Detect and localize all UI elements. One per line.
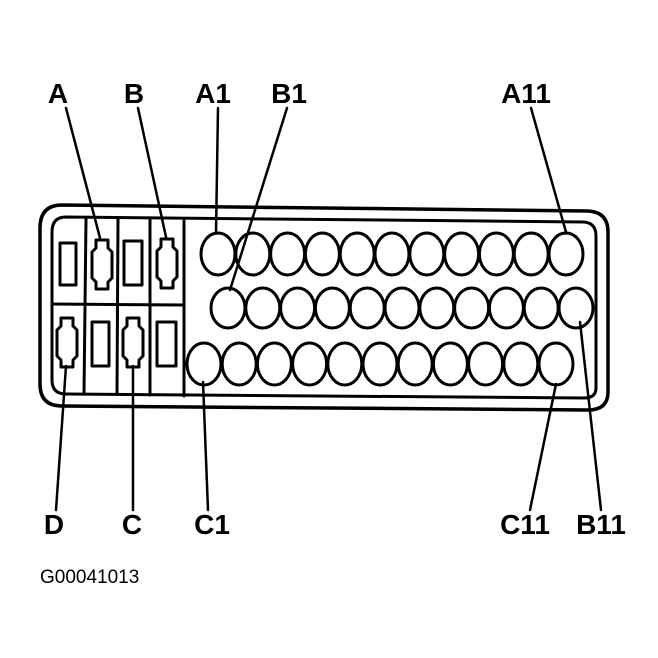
pin-array <box>185 231 595 387</box>
pin-a8 <box>443 231 481 277</box>
leader-A <box>64 106 102 240</box>
leader-C1 <box>201 380 210 512</box>
pin-a4 <box>303 231 341 277</box>
pin-b7 <box>418 286 456 330</box>
label-A: A <box>48 78 68 109</box>
pin-b9 <box>487 286 525 330</box>
leader-lines <box>54 106 603 512</box>
pin-c9 <box>467 341 505 387</box>
terminal-slot <box>58 241 78 287</box>
label-B1: B1 <box>271 78 307 109</box>
pin-c1 <box>185 341 223 387</box>
leader-C11 <box>528 382 558 512</box>
leader-B <box>136 106 168 239</box>
pin-b11 <box>557 286 595 330</box>
terminal-slot <box>122 239 144 287</box>
leader-B11 <box>578 320 603 512</box>
label-C11: C11 <box>500 509 550 540</box>
pin-c8 <box>431 341 469 387</box>
terminal-slot <box>155 320 178 368</box>
pin-c5 <box>326 341 364 387</box>
terminal-A <box>90 238 114 291</box>
pin-a5 <box>338 231 376 277</box>
pin-b1 <box>209 286 247 330</box>
leader-D <box>54 364 68 512</box>
label-C: C <box>122 509 142 540</box>
label-B11: B11 <box>576 509 626 540</box>
pin-c4 <box>291 341 329 387</box>
terminal-slot <box>90 320 111 368</box>
leader-A1 <box>214 106 220 235</box>
pin-b8 <box>453 286 491 330</box>
pin-c7 <box>396 341 434 387</box>
pin-a10 <box>512 231 550 277</box>
pin-c10 <box>502 341 540 387</box>
pin-b2 <box>244 286 282 330</box>
leader-B1 <box>228 106 289 292</box>
pin-c3 <box>255 341 293 387</box>
pin-a3 <box>269 231 307 277</box>
pin-c6 <box>361 341 399 387</box>
terminal-C <box>121 316 145 369</box>
figure-code: G00041013 <box>40 567 139 588</box>
label-D: D <box>44 509 64 540</box>
pin-b5 <box>348 286 386 330</box>
pin-a7 <box>408 231 446 277</box>
label-B: B <box>124 78 144 109</box>
pin-c11 <box>537 341 575 387</box>
terminal-B <box>155 237 179 290</box>
connector-inner-housing <box>50 215 598 400</box>
pin-b10 <box>522 286 560 330</box>
pin-a9 <box>477 231 515 277</box>
label-A11: A11 <box>501 78 551 109</box>
label-C1: C1 <box>194 509 230 540</box>
pin-a1 <box>199 231 237 277</box>
pin-b3 <box>279 286 317 330</box>
terminal-D <box>55 316 79 369</box>
pin-a11 <box>547 231 585 277</box>
pin-b6 <box>383 286 421 330</box>
connector-outer-housing <box>38 203 610 412</box>
leader-A11 <box>529 106 568 234</box>
terminal-block-grid <box>50 217 186 398</box>
pin-c2 <box>220 341 258 387</box>
pin-a6 <box>373 231 411 277</box>
pin-b4 <box>313 286 351 330</box>
label-A1: A1 <box>195 78 231 109</box>
